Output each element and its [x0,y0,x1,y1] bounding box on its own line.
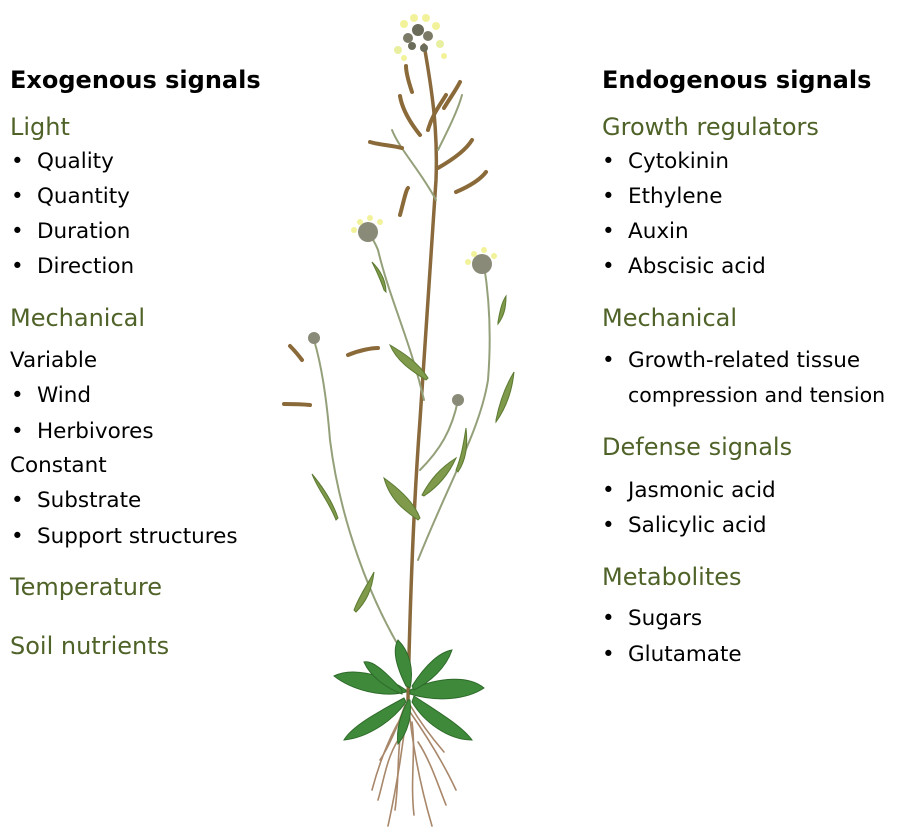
bullet-icon: • [11,385,24,407]
growth-regulator-item: •Auxin [628,221,689,243]
seed-pods [284,66,486,405]
flower-cluster-left [351,215,383,242]
bullet-icon: • [11,526,24,548]
endo-mechanical-label: Mechanical [602,306,737,330]
light-item: •Direction [37,256,134,278]
exogenous-heading: Exogenous signals [10,68,261,92]
growth-regulator-item: •Cytokinin [628,151,729,173]
flower-cluster-right [465,247,497,274]
defense-item: •Salicylic acid [628,515,767,537]
bullet-icon: • [602,515,615,537]
flower-cluster-small-center [452,394,464,406]
growth-regulator-item: •Abscisic acid [628,256,766,278]
flower-cluster-top [394,14,447,61]
bullet-icon: • [602,644,615,666]
bullet-icon: • [602,186,615,208]
growth-regulators-label: Growth regulators [602,115,819,139]
growth-regulator-item: •Ethylene [628,186,722,208]
mechanical-item: •Support structures [37,526,238,548]
mechanical-item: •Herbivores [37,421,154,443]
mechanical-item: •Wind [37,385,91,407]
mechanical-label: Mechanical [10,306,145,330]
endogenous-heading: Endogenous signals [602,68,871,92]
bullet-icon: • [11,421,24,443]
endo-mechanical-item: •Growth-related tissue [628,350,860,372]
mechanical-item: •Substrate [37,490,141,512]
bullet-icon: • [602,221,615,243]
bullet-icon: • [602,256,615,278]
constant-label: Constant [10,455,107,477]
flower-cluster-small-left [308,332,320,344]
branches [314,95,490,655]
variable-label: Variable [10,350,97,372]
bullet-icon: • [602,480,615,502]
bullet-icon: • [11,490,24,512]
bullet-icon: • [11,256,24,278]
soil-nutrients-label: Soil nutrients [10,634,169,658]
defense-item: •Jasmonic acid [628,480,776,502]
bullet-icon: • [11,186,24,208]
bullet-icon: • [11,151,24,173]
bullet-icon: • [602,608,615,630]
bullet-icon: • [11,221,24,243]
metabolite-item: •Sugars [628,608,702,630]
defense-signals-label: Defense signals [602,435,792,459]
bullet-icon: • [602,151,615,173]
arabidopsis-plant-illustration [270,0,540,828]
light-item: •Quantity [37,186,130,208]
metabolites-label: Metabolites [602,565,742,589]
metabolite-item: •Glutamate [628,644,742,666]
light-item: •Quality [37,151,114,173]
bullet-icon: • [602,350,615,372]
temperature-label: Temperature [10,575,162,599]
light-item: •Duration [37,221,130,243]
light-label: Light [10,115,70,139]
endo-mechanical-item-cont: compression and tension [628,385,885,406]
